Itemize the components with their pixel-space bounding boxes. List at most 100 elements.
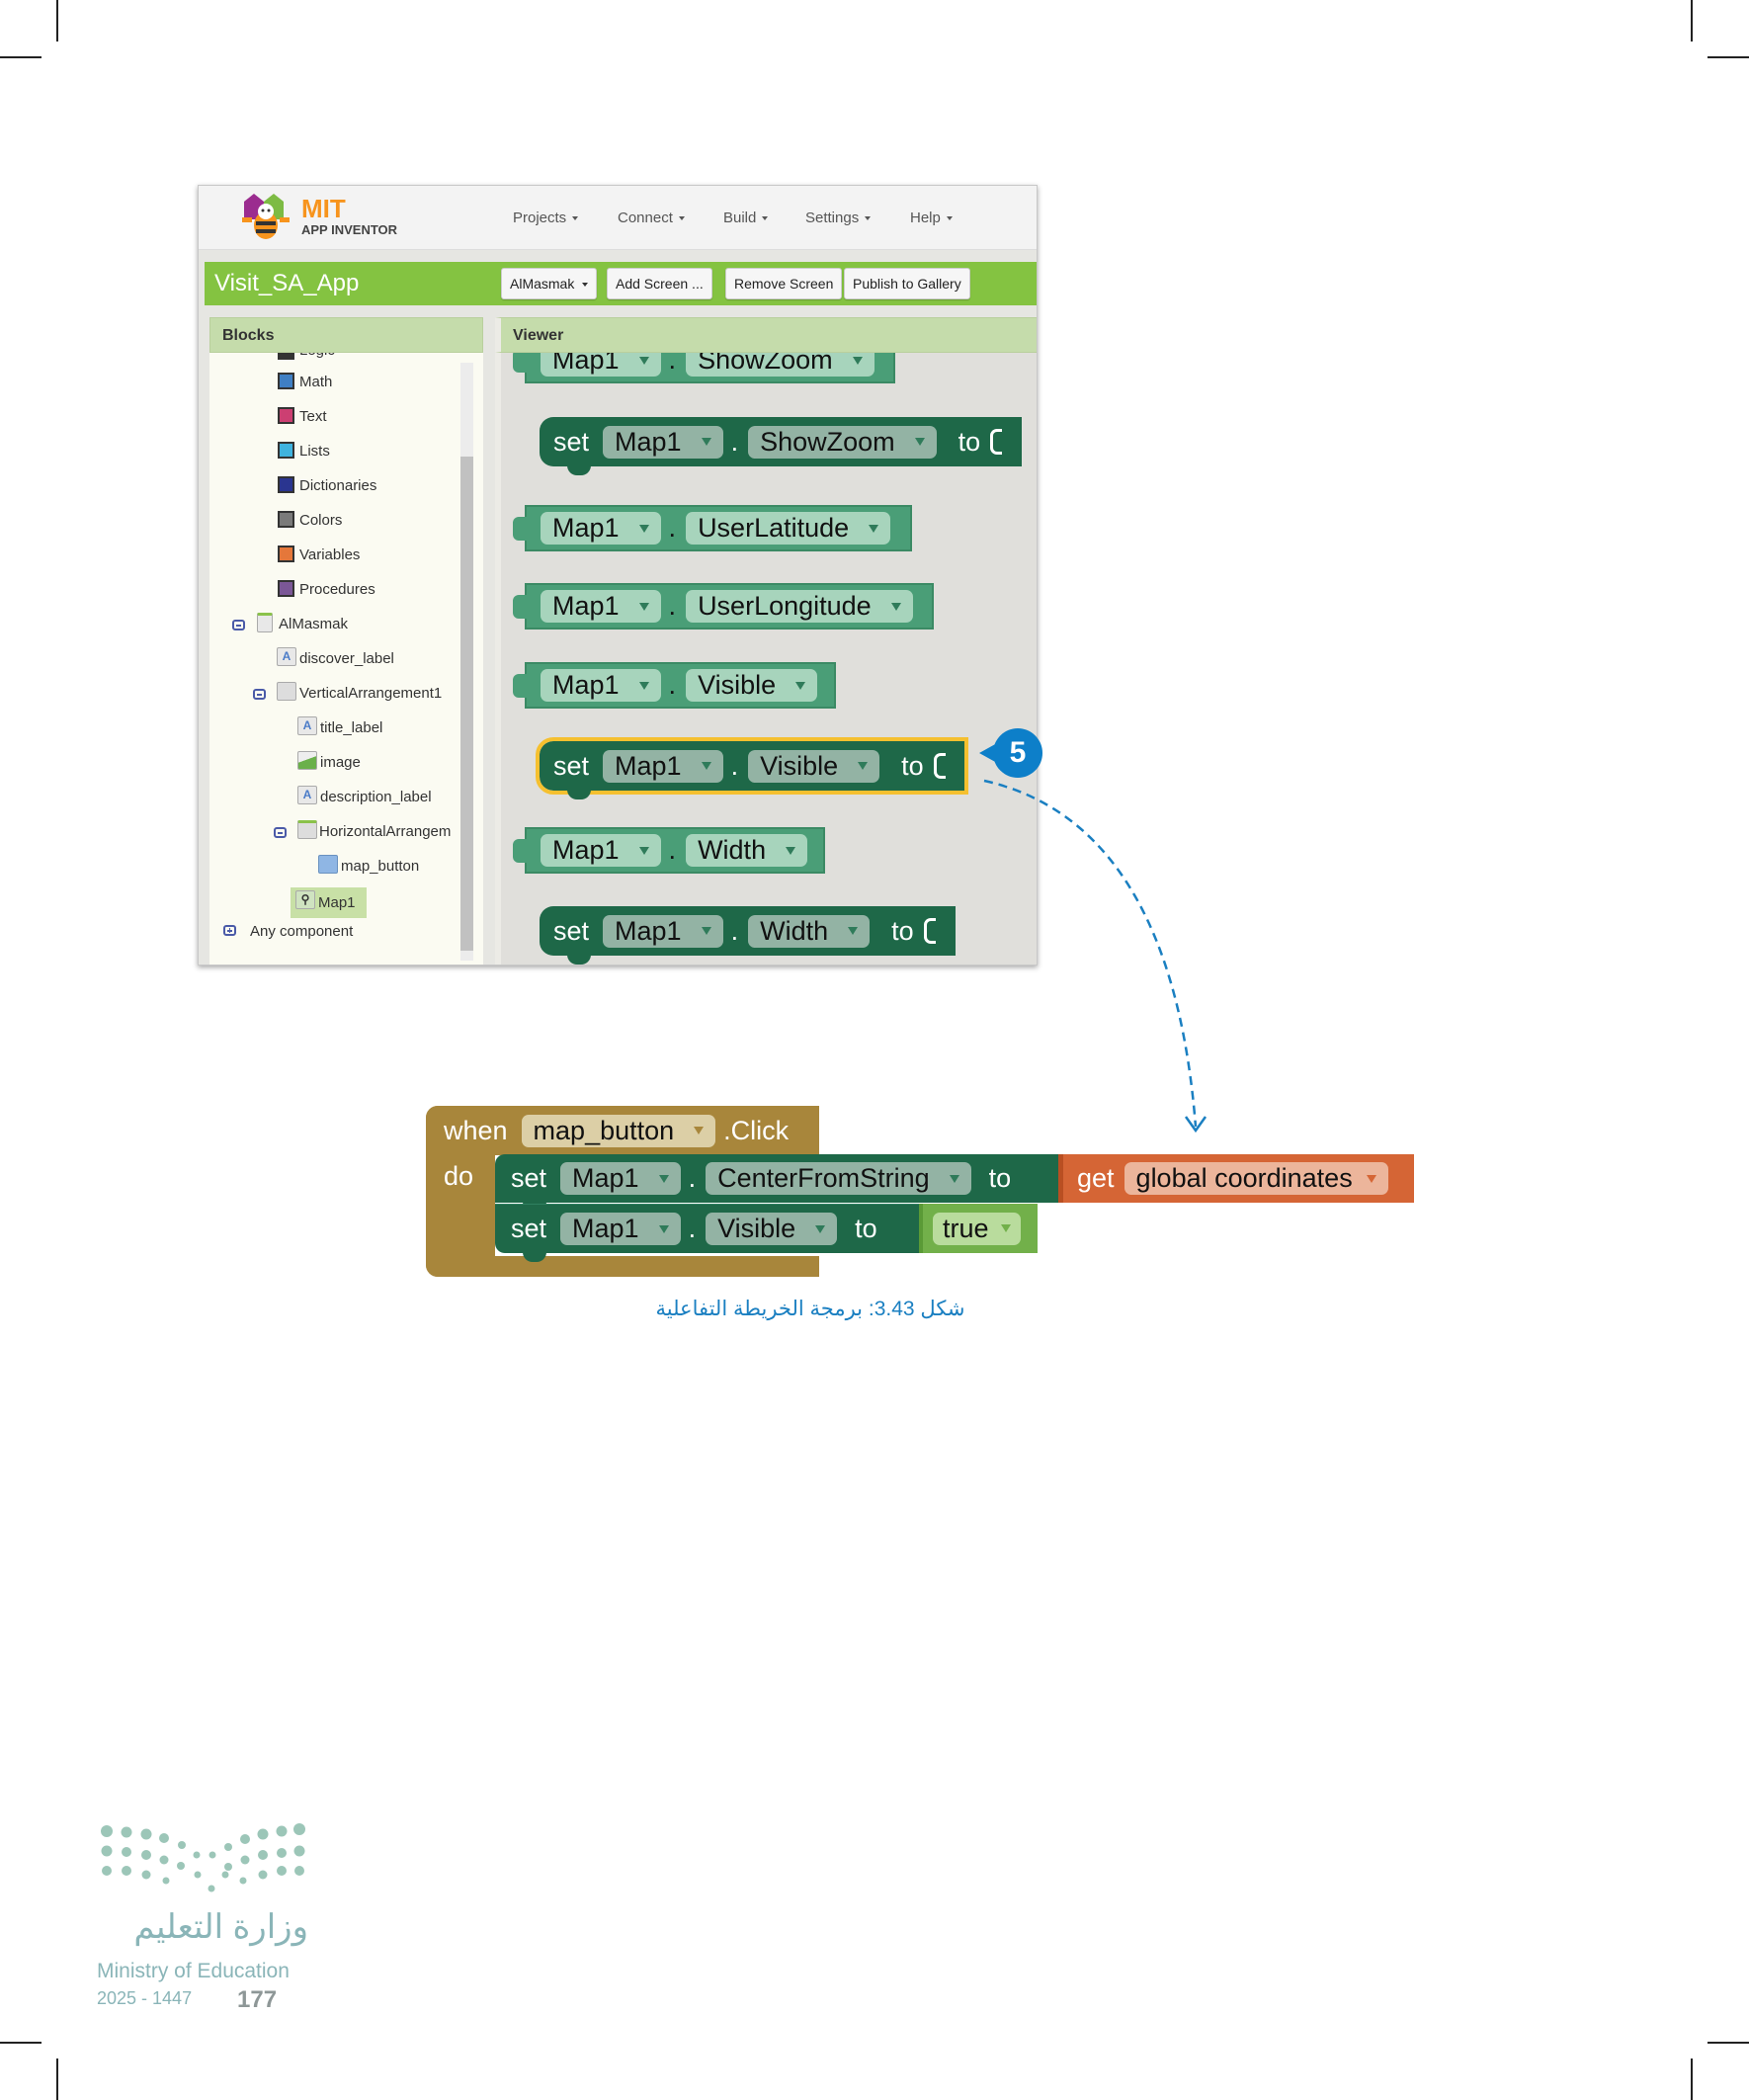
collapse-icon[interactable] <box>232 620 245 630</box>
crop-mark <box>1707 2042 1749 2044</box>
property-dropdown[interactable]: CenterFromString <box>706 1162 971 1195</box>
caret-down-icon <box>572 216 579 221</box>
set-keyword: set <box>553 915 590 946</box>
tree-item-horizontalarrangement[interactable]: HorizontalArrangem <box>319 823 452 840</box>
logo-text: MIT <box>301 194 346 223</box>
screen-select-button[interactable]: AlMasmak <box>501 268 598 299</box>
property-dropdown[interactable]: Visible <box>748 749 880 783</box>
menu-settings[interactable]: Settings <box>805 210 872 226</box>
scrollbar-thumb[interactable] <box>460 457 473 951</box>
to-keyword: to <box>958 426 981 457</box>
event-footer <box>426 1256 819 1277</box>
component-dropdown[interactable]: Map1 <box>603 914 723 948</box>
tree-item-logic[interactable]: Logic <box>299 353 335 362</box>
property-dropdown[interactable]: UserLongitude <box>686 590 913 623</box>
dot-separator: . <box>688 1214 697 1243</box>
property-name: Width <box>698 835 767 865</box>
property-dropdown[interactable]: Width <box>748 914 871 948</box>
tree-item-almasmak[interactable]: AlMasmak <box>279 616 349 632</box>
component-dropdown[interactable]: map_button <box>521 1114 716 1147</box>
blocks-tree: Logic Math Text Lists Dictionaries Color… <box>209 353 483 965</box>
dropdown-arrow-icon <box>858 762 869 770</box>
component-dropdown[interactable]: Map1 <box>541 353 661 377</box>
property-name: UserLatitude <box>698 513 850 543</box>
dropdown-arrow-icon <box>852 356 863 365</box>
blocks-scrollbar[interactable] <box>460 363 473 961</box>
map1-userlatitude-getter-block[interactable]: Map1.UserLatitude <box>513 505 912 551</box>
property-dropdown[interactable]: UserLatitude <box>686 512 891 545</box>
figure-caption: شكل 3.43: برمجة الخريطة التفاعلية <box>655 1298 965 1320</box>
ministry-english-name: Ministry of Education <box>97 1960 290 1982</box>
tree-item-dictionaries[interactable]: Dictionaries <box>299 477 377 494</box>
component-dropdown[interactable]: Map1 <box>603 749 723 783</box>
to-keyword: to <box>891 915 914 946</box>
add-screen-button[interactable]: Add Screen ... <box>607 268 712 299</box>
property-dropdown[interactable]: Visible <box>706 1213 838 1245</box>
property-dropdown[interactable]: Visible <box>686 669 818 702</box>
tree-item-text[interactable]: Text <box>299 408 327 425</box>
dropdown-arrow-icon <box>949 1174 959 1183</box>
get-global-coordinates-block[interactable]: get global coordinates <box>1058 1154 1414 1203</box>
math-swatch-icon <box>278 373 294 389</box>
dropdown-arrow-icon <box>1000 1224 1011 1232</box>
tree-item-image[interactable]: image <box>320 754 361 771</box>
tree-item-math[interactable]: Math <box>299 374 333 390</box>
boolean-dropdown[interactable]: true <box>933 1212 1021 1245</box>
tree-item-description-label[interactable]: description_label <box>320 789 432 805</box>
tree-item-map-button[interactable]: map_button <box>341 858 420 875</box>
map1-showzoom-getter-block[interactable]: Map1.ShowZoom <box>513 353 895 383</box>
label-icon: A <box>297 716 317 735</box>
caret-down-icon <box>678 216 685 221</box>
menu-projects[interactable]: Projects <box>513 210 579 226</box>
component-dropdown[interactable]: Map1 <box>541 590 661 623</box>
tree-item-colors[interactable]: Colors <box>299 512 343 529</box>
property-dropdown[interactable]: Width <box>686 834 808 867</box>
dot-separator: . <box>668 835 677 865</box>
variable-dropdown[interactable]: global coordinates <box>1124 1162 1388 1195</box>
tree-item-title-label[interactable]: title_label <box>320 719 383 736</box>
dropdown-arrow-icon <box>701 762 711 770</box>
dropdown-arrow-icon <box>701 438 711 446</box>
tree-item-verticalarrangement1[interactable]: VerticalArrangement1 <box>299 685 443 702</box>
collapse-icon[interactable] <box>253 689 266 700</box>
expand-icon[interactable] <box>223 925 236 936</box>
menu-help[interactable]: Help <box>910 210 953 226</box>
component-dropdown[interactable]: Map1 <box>541 669 661 702</box>
property-dropdown[interactable]: ShowZoom <box>748 425 937 459</box>
do-keyword: do <box>444 1161 474 1191</box>
remove-screen-button[interactable]: Remove Screen <box>725 268 843 299</box>
tree-item-discover-label[interactable]: discover_label <box>299 650 394 667</box>
component-name: Map1 <box>572 1214 639 1243</box>
tree-item-map1[interactable]: Map1 <box>318 894 356 911</box>
menu-build[interactable]: Build <box>723 210 769 226</box>
publish-to-gallery-button[interactable]: Publish to Gallery <box>844 268 970 299</box>
collapse-icon[interactable] <box>274 827 287 838</box>
tree-item-procedures[interactable]: Procedures <box>299 581 375 598</box>
set-keyword: set <box>553 426 590 457</box>
tree-item-lists[interactable]: Lists <box>299 443 330 460</box>
component-dropdown[interactable]: Map1 <box>541 834 661 867</box>
label-icon: A <box>277 647 296 666</box>
property-dropdown[interactable]: ShowZoom <box>686 353 874 377</box>
component-dropdown[interactable]: Map1 <box>541 512 661 545</box>
set-keyword: set <box>511 1214 547 1243</box>
screen-icon <box>257 613 273 632</box>
component-dropdown[interactable]: Map1 <box>603 425 723 459</box>
tree-item-variables[interactable]: Variables <box>299 546 361 563</box>
map1-visible-getter-block[interactable]: Map1.Visible <box>513 662 836 709</box>
component-dropdown[interactable]: Map1 <box>560 1162 681 1195</box>
map1-width-getter-block[interactable]: Map1. Width <box>513 827 825 874</box>
map1-userlongitude-getter-block[interactable]: Map1.UserLongitude <box>513 583 934 630</box>
true-boolean-block[interactable]: true <box>919 1204 1038 1253</box>
get-keyword: get <box>1077 1163 1115 1193</box>
tree-item-any-component[interactable]: Any component <box>250 923 354 940</box>
component-dropdown[interactable]: Map1 <box>560 1213 681 1245</box>
menu-connect[interactable]: Connect <box>618 210 685 226</box>
